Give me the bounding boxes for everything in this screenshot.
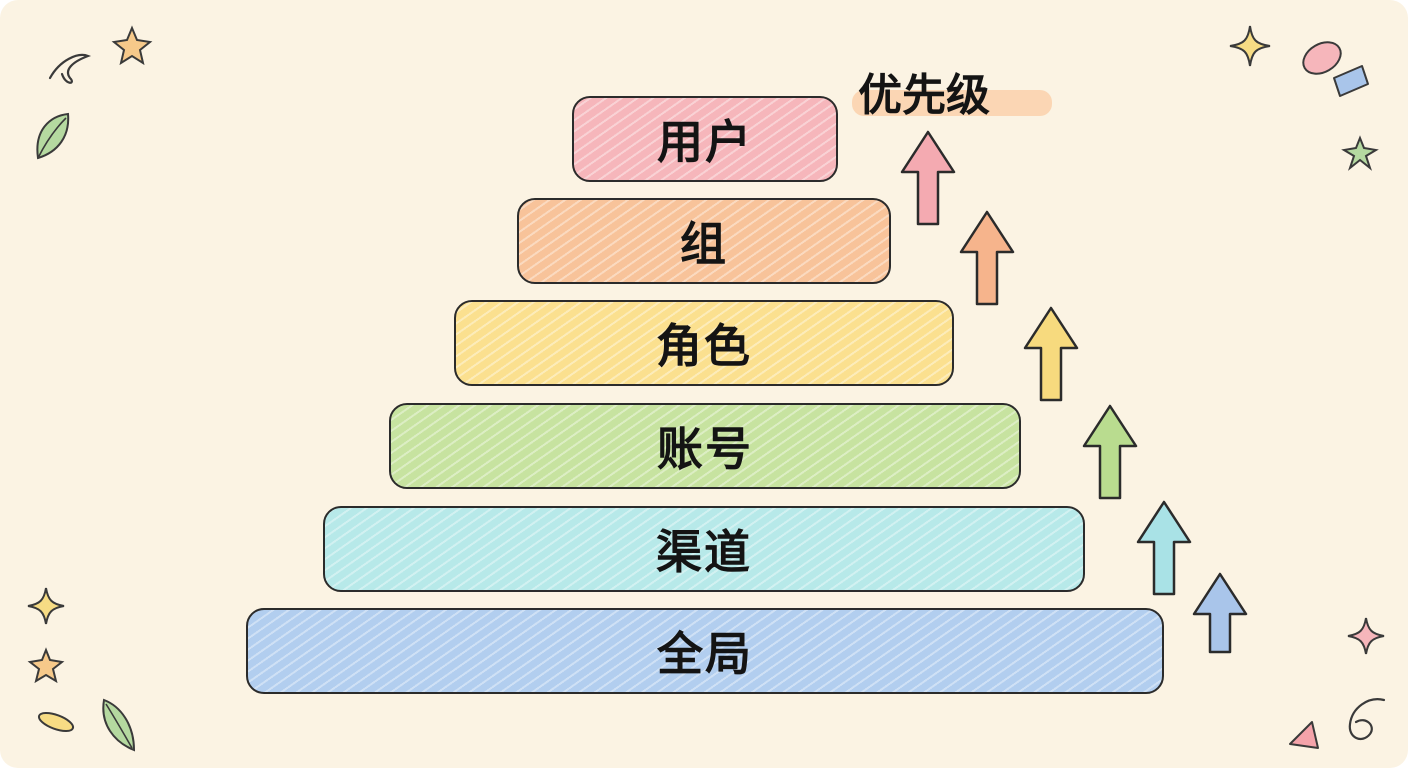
star-icon xyxy=(111,25,153,66)
tier-label: 账号 xyxy=(657,422,753,476)
up-arrow-icon xyxy=(1082,404,1138,500)
tier-label: 用户 xyxy=(657,115,753,169)
tier-label: 渠道 xyxy=(656,525,752,579)
priority-text: 优先级 xyxy=(858,70,990,121)
pill-icon xyxy=(1289,721,1319,749)
sparkle-icon xyxy=(1347,617,1385,655)
tier-label: 组 xyxy=(680,217,728,271)
tier-user: 用户 xyxy=(572,96,838,182)
leaf-icon xyxy=(102,698,136,752)
swirl-icon xyxy=(48,53,92,84)
tier-group: 组 xyxy=(517,198,891,284)
pill-icon xyxy=(1302,41,1342,75)
tier-account: 账号 xyxy=(389,403,1021,489)
tier-label: 全局 xyxy=(657,627,753,681)
up-arrow-icon xyxy=(1023,306,1079,402)
up-arrow-icon xyxy=(959,210,1015,306)
pill-icon xyxy=(1333,65,1369,97)
tier-global: 全局 xyxy=(246,608,1164,694)
swirl-icon xyxy=(1348,698,1386,741)
up-arrow-icon xyxy=(1192,572,1248,654)
tier-channel: 渠道 xyxy=(323,506,1085,592)
up-arrow-icon xyxy=(1136,500,1192,596)
star-icon xyxy=(27,647,65,684)
priority-highlight xyxy=(852,90,1052,116)
pill-icon xyxy=(37,711,75,733)
leaf-icon xyxy=(36,112,70,160)
sparkle-icon xyxy=(27,587,65,625)
up-arrow-icon xyxy=(900,130,956,226)
sparkle-icon xyxy=(1341,135,1379,171)
tier-label: 角色 xyxy=(656,319,752,373)
tier-role: 角色 xyxy=(454,300,954,386)
priority-label: 优先级 xyxy=(852,60,1058,122)
sparkle-icon xyxy=(1229,25,1271,67)
